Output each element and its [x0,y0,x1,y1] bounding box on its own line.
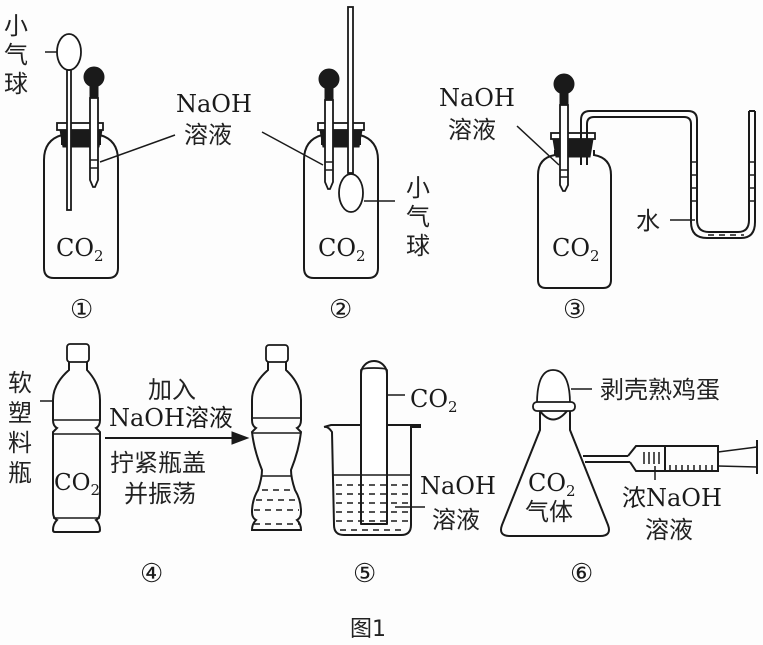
panel-2-bottle [303,133,379,279]
panel-6-egg [536,369,571,405]
panel-3-number: ③ [563,295,586,325]
panel-1-solution-label-2: 溶液 [184,121,232,149]
panel-2-gas-label: CO2 [318,234,366,265]
panel-6-syringe-label-2: 溶液 [645,516,693,544]
panel-4-arrow-bottom-1: 拧紧瓶盖 [110,449,206,477]
panel-3-solution-leader [516,125,560,166]
panel-3-bottle [537,150,612,289]
panel-6-flask-rim [532,401,576,412]
panel-3-solution-label-2: 溶液 [448,116,496,144]
panel-2-number: ② [329,295,352,325]
panel-3-water [691,161,755,236]
panel-3-gas-label: CO2 [552,234,600,265]
panel-4-bottle-label-1: 软 [8,369,32,397]
panel-4: 软 塑 料 瓶 加入 NaOH溶液 拧紧瓶盖 并振荡 CO2 ④ [8,343,303,589]
panel-6: 剥壳熟鸡蛋 CO2 气体 浓NaOH 溶液 ⑥ [500,369,758,589]
panel-1-dropper-tube [89,97,99,188]
panel-1-number: ① [70,295,93,325]
panel-4-bottle-before [40,343,102,533]
panel-5-beaker [323,424,421,536]
panel-5-solution [333,474,411,531]
panel-6-egg-label: 剥壳熟鸡蛋 [600,376,720,404]
panel-5-solution-label-2: 溶液 [432,506,480,534]
panel-6-flask [500,411,610,537]
panel-2-balloon-label-3: 球 [406,232,430,260]
panel-1-dropper-neck [89,83,99,99]
panel-1-gas-label: CO2 [56,234,104,265]
panel-5-solution-label-1: NaOH [420,472,496,500]
panel-4-arrow-bottom-2: 并振荡 [124,480,196,508]
panel-4-gas-label: CO2 [54,470,100,499]
panel-6-syringe-label-1: 浓NaOH [622,484,722,512]
panel-6-number: ⑥ [570,559,593,589]
panel-2-balloon [338,173,364,213]
panel-5: CO2 NaOH 溶液 ⑤ [323,360,496,589]
panel-2-dropper-tube [324,99,334,190]
panel-1-solution-label-1: NaOH [176,90,252,118]
panel-4-number: ④ [140,559,163,589]
panel-3-stopper-collar [550,132,596,140]
panel-2: 小 气 球 CO2 ② [261,6,430,325]
panel-2-solution-leader [261,131,324,166]
panel-1-solution-leader [99,134,176,163]
panel-4-bottle-label-2: 塑 [8,399,32,427]
panel-4-arrow-head [231,431,250,445]
panel-2-balloon-tube [347,6,354,174]
panel-3-water-label: 水 [636,207,660,235]
panel-6-gas-word: 气体 [525,498,573,526]
panel-4-arrow-top-2: NaOH溶液 [109,404,233,432]
panel-5-test-tube [360,367,388,525]
figure-caption: 图1 [350,617,386,642]
panel-5-number: ⑤ [353,559,376,589]
panel-1-balloon [56,33,82,71]
panel-3-dropper-neck [559,90,569,106]
panel-3-connecting-tube [580,110,750,233]
panel-6-syringe [583,440,758,474]
panel-4-bottle-label-4: 瓶 [8,459,32,487]
panel-2-balloon-label-2: 气 [406,203,430,231]
panel-1-balloon-label-2: 气 [4,41,28,69]
panel-1-balloon-tube [66,69,72,211]
panel-2-dropper-neck [324,85,334,101]
panel-3: NaOH 溶液 水 CO2 ③ [439,73,756,325]
panel-5-gas-label: CO2 [410,385,458,416]
panel-1-balloon-label-3: 球 [4,70,28,98]
panel-1-balloon-label-1: 小 [4,12,28,40]
panel-4-bottle-label-3: 料 [8,429,32,457]
panel-1: 小 气 球 NaOH 溶液 CO2 ① [4,12,252,325]
panel-3-solution-label-1: NaOH [439,84,515,112]
panel-6-gas-label: CO2 [528,469,576,500]
panel-4-bottle-after [250,344,303,531]
panel-3-dropper-tube [559,104,569,192]
panel-1-bottle [43,133,119,279]
panel-4-arrow-top-1: 加入 [148,376,196,404]
panel-2-balloon-label-1: 小 [406,174,430,202]
